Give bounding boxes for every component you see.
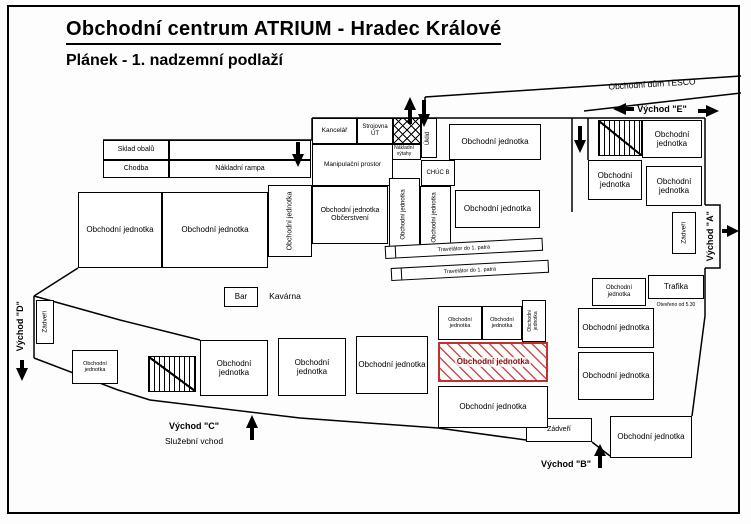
- room-label: Bar: [234, 292, 248, 302]
- room-label: Obchodní jednotka: [582, 323, 650, 333]
- shop-unit: Obchodní jednotka: [438, 306, 482, 340]
- shop-unit: Obchodní jednotka: [646, 166, 702, 206]
- room-sklad-obalu: Sklad obalů: [103, 140, 169, 160]
- shop-unit-highlighted: Obchodní jednotka: [438, 342, 548, 382]
- shop-unit: Obchodní jednotka: [162, 192, 268, 268]
- room-label: Nákladní výtahy: [394, 145, 414, 157]
- room-label: Obchodní jednotka: [181, 225, 249, 235]
- exit-c-label: Východ "C": [158, 420, 230, 433]
- room-label: Obchodní jednotka: [654, 129, 690, 148]
- room-nakladni-rampa: Nákladní rampa: [169, 160, 311, 178]
- hours-label: Otevřeno od 5.30: [656, 301, 696, 308]
- shop-unit: Obchodní jednotka: [438, 386, 548, 428]
- shop-unit: Obchodní jednotka: [72, 350, 118, 384]
- room-label: Obchodní jednotka: [448, 316, 472, 329]
- shop-unit: Obchodní jednotka: [642, 120, 702, 158]
- bar-counter: Bar: [224, 287, 258, 307]
- shop-unit: Obchodní jednotka: [578, 352, 654, 400]
- page-border: [7, 5, 740, 514]
- room-label: Obchodní jednotka: [216, 358, 252, 377]
- exit-label: Služební vchod: [164, 436, 224, 447]
- shop-unit: Obchodní jednotka: [389, 178, 420, 250]
- kavarna-label: Kavárna: [258, 288, 312, 306]
- shop-unit: Obchodní jednotka: [356, 336, 428, 394]
- room-label: Obchodní jednotka: [582, 371, 650, 381]
- room-label: Obchodní jednotka: [617, 432, 685, 442]
- room-label: Trafika: [663, 282, 689, 292]
- shop-unit: Obchodní jednotka: [78, 192, 162, 268]
- room-label: Obchodní jednotka: [461, 137, 529, 147]
- room-chodba: Chodba: [103, 160, 169, 178]
- room-zadveri-a: Zádveří: [672, 212, 696, 254]
- stairs-icon: [598, 120, 642, 156]
- room-label: Nákladní rampa: [215, 164, 265, 172]
- room-label: Chodba: [123, 164, 149, 172]
- shop-unit: Obchodní jednotka: [588, 160, 642, 200]
- shop-unit: Obchodní jednotka: [268, 185, 312, 257]
- shop-unit: Obchodní jednotka: [278, 338, 346, 396]
- trafika-hours-label: Otevřeno od 5.30: [648, 300, 704, 311]
- shop-unit: Obchodní jednotka: [592, 278, 646, 306]
- shop-unit: Obchodní jednotka: [610, 416, 692, 458]
- room-chuc-b: CHÚC B: [421, 160, 455, 186]
- room-label: Obchodní jednotka: [490, 316, 514, 329]
- room-manipulacni-prostor: Manipulační prostor: [312, 144, 393, 186]
- loading-ramp-platform: [169, 140, 311, 160]
- room-label: Obchodní jednotka: [605, 285, 633, 298]
- exit-e-label: Východ "E": [630, 103, 694, 115]
- room-strojovna-ut: Strojovna ÚT: [357, 118, 393, 144]
- shop-unit: Obchodní jednotka: [449, 124, 541, 160]
- room-label: Obchodní jednotka: [454, 357, 532, 367]
- room-nakladni-vytahy: Nákladní výtahy: [387, 144, 421, 160]
- shop-unit: Obchodní jednotka: [455, 190, 540, 228]
- freight-elevator-icon: [393, 118, 421, 144]
- room-label: Obchodní jednotka: [597, 170, 633, 189]
- exit-b-label: Východ "B": [534, 458, 598, 471]
- room-label: CHÚC B: [426, 169, 450, 176]
- shop-unit: Obchodní jednotka: [522, 300, 546, 342]
- page-subtitle: Plánek - 1. nadzemní podlaží: [66, 52, 283, 69]
- shop-unit-obcerstveni: Obchodní jednotka Občerstvení: [312, 186, 388, 244]
- exit-label: Východ "E": [637, 103, 687, 114]
- exit-label: Východ "C": [168, 421, 220, 432]
- room-label: Strojovna ÚT: [362, 124, 388, 137]
- room-label: Manipulační prostor: [323, 161, 382, 169]
- room-label: Obchodní jednotka: [86, 225, 154, 235]
- room-label: Obchodní jednotka: [83, 360, 107, 373]
- room-label: Obchodní jednotka: [463, 204, 532, 214]
- room-kancelar: Kancelář: [312, 118, 357, 144]
- room-uklid: Úklid: [421, 118, 437, 158]
- room-label: Občerstvení: [331, 215, 369, 222]
- room-label: Obchodní jednotka: [656, 176, 692, 195]
- room-trafika: Trafika: [648, 275, 704, 299]
- room-zadveri-d: Zádveří: [36, 300, 54, 344]
- room-label: Sklad obalů: [117, 145, 155, 153]
- room-label: Obchodní jednotka: [358, 360, 426, 370]
- room-label: Kavárna: [269, 291, 301, 302]
- room-label: Obchodní jednotka: [320, 206, 380, 214]
- shop-unit: Obchodní jednotka: [578, 308, 654, 348]
- room-label: Zádveří: [547, 425, 571, 433]
- exit-label: Východ "B": [540, 459, 592, 470]
- stairs-icon: [148, 356, 196, 392]
- shop-unit: Obchodní jednotka: [200, 340, 268, 396]
- page-title: Obchodní centrum ATRIUM - Hradec Králové: [66, 18, 502, 45]
- room-label: Obchodní jednotka: [459, 402, 527, 412]
- service-entrance-label: Služební vchod: [150, 436, 238, 448]
- room-label: Kancelář: [321, 127, 348, 135]
- shop-unit: Obchodní jednotka: [482, 306, 522, 340]
- room-label: Obchodní jednotka: [294, 357, 330, 376]
